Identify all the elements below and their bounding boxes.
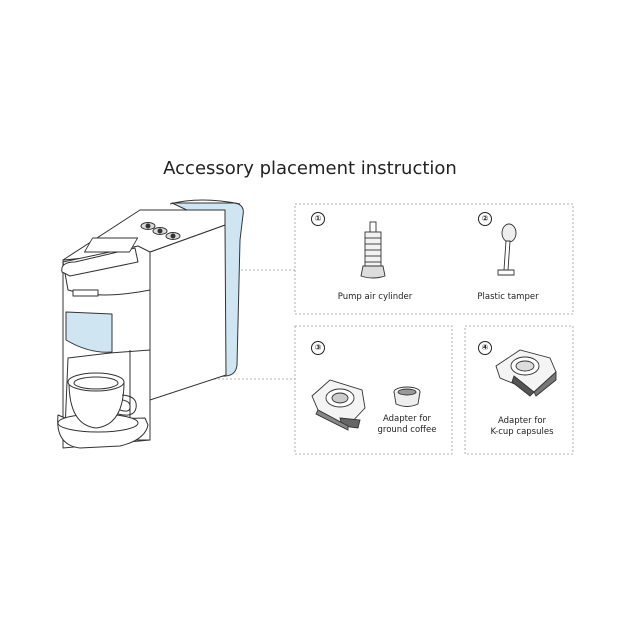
panel-3-label-line2: ground coffee — [377, 425, 437, 435]
machine-body-side — [149, 224, 227, 401]
tamper-foot — [497, 269, 515, 276]
ground-coffee-adapter-illustration — [311, 379, 421, 431]
button-3-center — [170, 233, 176, 239]
capsule-window — [65, 311, 113, 353]
cup-handle — [117, 394, 137, 416]
panel-3-label: Adapter for ground coffee — [362, 414, 452, 436]
lid-panel — [83, 237, 139, 253]
pump-air-cylinder-illustration — [360, 221, 386, 279]
panel-4-label-line2: K-cup capsules — [490, 427, 554, 437]
adapter-3-cup-inner — [331, 392, 349, 404]
cup-inner — [73, 376, 119, 390]
control-buttons — [140, 222, 181, 240]
coffee-machine-illustration — [57, 199, 244, 449]
lid-handle — [61, 247, 139, 277]
panel-1-number: ① — [311, 212, 325, 226]
cup-handle-inner — [119, 399, 131, 412]
tamper-head — [501, 223, 517, 243]
pump-base — [360, 265, 386, 279]
panel-1-label: Pump air cylinder — [337, 292, 413, 302]
water-tank-top — [169, 199, 241, 205]
diagram-title: Accessory placement instruction — [163, 158, 457, 179]
plastic-tamper-illustration — [497, 223, 517, 276]
button-2-center — [157, 228, 163, 234]
panel-3-number: ③ — [311, 341, 325, 355]
tamper-stem — [503, 240, 511, 271]
panel-2-label: Plastic tamper — [477, 292, 539, 302]
pump-body — [364, 231, 382, 267]
panel-3-label-line1: Adapter for — [382, 414, 432, 424]
panel-2-number: ② — [478, 212, 492, 226]
panel-4-label: Adapter for K-cup capsules — [480, 416, 564, 438]
adapter-3-side — [315, 409, 349, 431]
coffee-cup — [68, 381, 125, 429]
panel-4-number: ④ — [478, 341, 492, 355]
brand-plate — [72, 289, 99, 297]
panel-frame-4 — [464, 325, 574, 455]
panel-frame-3 — [294, 325, 453, 455]
adapter-4-spout — [511, 375, 535, 397]
button-1-center — [145, 223, 151, 229]
filter-basket-body — [393, 391, 421, 407]
adapter-4-cup-inner — [515, 360, 535, 372]
adapter-4-side — [533, 370, 557, 397]
panel-4-label-line1: Adapter for — [497, 416, 547, 426]
filter-basket-inner — [397, 388, 417, 396]
kcup-adapter-illustration — [495, 349, 557, 397]
panel-frame-top — [294, 203, 574, 315]
